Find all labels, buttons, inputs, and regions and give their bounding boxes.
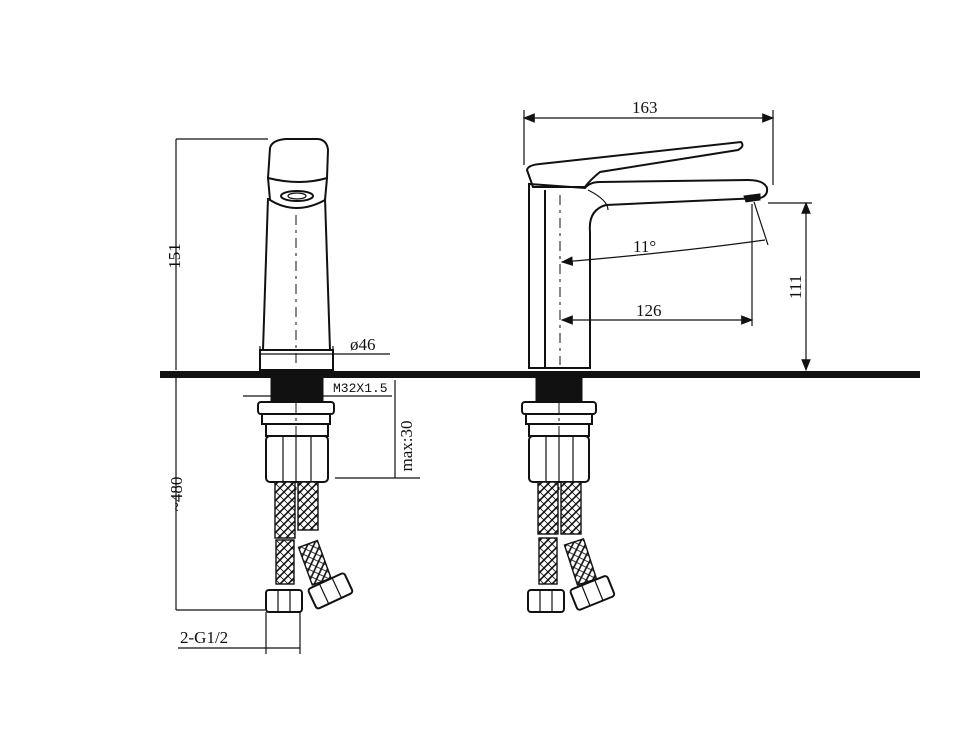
dimension-height-side: 151 xyxy=(165,138,268,370)
dimension-spout-reach: 126 xyxy=(560,204,754,326)
spout-angle-label: 11° xyxy=(633,237,656,256)
spout-reach-label: 126 xyxy=(636,301,662,320)
max-deck-label: max:30 xyxy=(397,421,416,472)
dimension-hose-length: ~480 xyxy=(167,378,265,611)
base-diameter-label: ø46 xyxy=(350,335,376,354)
dimension-width-total: 163 xyxy=(522,98,775,185)
dimension-connection: 2-G1/2 xyxy=(178,612,301,654)
spout-height-label: 111 xyxy=(786,275,805,299)
dimension-spout-height: 111 xyxy=(768,201,812,372)
thread-label: M32X1.5 xyxy=(333,381,388,396)
hose-length-label: ~480 xyxy=(167,477,186,512)
countertop-line xyxy=(160,371,920,378)
width-total-label: 163 xyxy=(632,98,658,117)
side-view xyxy=(521,140,769,613)
dimension-max-deck: max:30 xyxy=(335,380,420,479)
dimension-thread: M32X1.5 xyxy=(243,381,392,397)
dimension-base-diameter: ø46 xyxy=(259,335,390,362)
dimension-spout-angle: 11° xyxy=(560,201,769,266)
height-side-label: 151 xyxy=(165,243,184,269)
connection-label: 2-G1/2 xyxy=(180,628,228,647)
